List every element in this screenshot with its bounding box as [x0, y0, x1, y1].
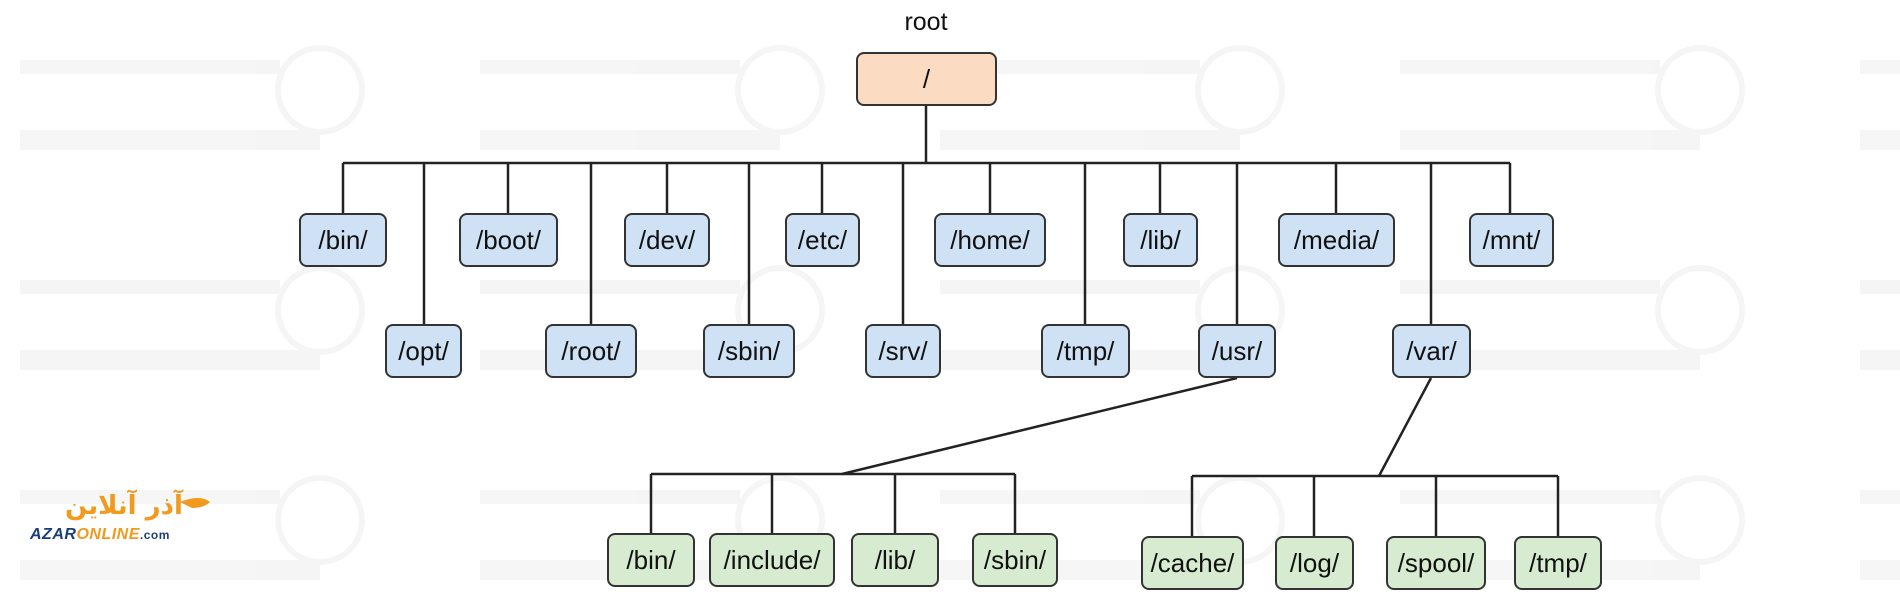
logo-latin-part2: ONLINE — [76, 526, 140, 543]
watermark-mark — [940, 45, 1285, 150]
dir-etc: /etc/ — [785, 213, 860, 267]
dir-sbin: /sbin/ — [703, 324, 795, 378]
usr-bin: /bin/ — [607, 533, 695, 587]
dir-root: /root/ — [545, 324, 637, 378]
watermark-mark — [1860, 280, 1900, 370]
logo-latin-text: AZARONLINE.com — [30, 526, 170, 544]
dir-lib: /lib/ — [1123, 213, 1198, 267]
var-log: /log/ — [1275, 536, 1354, 590]
var-tmp: /tmp/ — [1514, 536, 1602, 590]
usr-include: /include/ — [709, 533, 835, 587]
usr-sbin: /sbin/ — [972, 533, 1058, 587]
watermark-mark — [480, 45, 825, 150]
watermark-mark — [20, 45, 365, 150]
dir-tmp: /tmp/ — [1041, 324, 1130, 378]
dir-srv: /srv/ — [865, 324, 941, 378]
connector-line — [841, 376, 1238, 476]
dir-mnt: /mnt/ — [1469, 213, 1554, 267]
dir-bin: /bin/ — [299, 213, 387, 267]
root-caption: root — [904, 8, 948, 36]
connector-line — [1377, 377, 1433, 477]
watermark-mark — [20, 475, 365, 580]
var-cache: /cache/ — [1141, 536, 1244, 590]
dir-var: /var/ — [1392, 324, 1471, 378]
logo-domain: .com — [139, 528, 170, 542]
root-node: / — [856, 52, 997, 106]
azaronline-logo: آذر آنلاین — [65, 489, 210, 521]
dir-opt: /opt/ — [385, 324, 462, 378]
watermark-mark — [1860, 490, 1900, 580]
logo-latin-part1: AZAR — [30, 526, 77, 543]
dir-dev: /dev/ — [624, 213, 710, 267]
dir-media: /media/ — [1278, 213, 1395, 267]
watermark-mark — [1860, 60, 1900, 150]
watermark-mark — [20, 265, 365, 370]
watermark-mark — [1400, 265, 1745, 370]
dir-usr: /usr/ — [1198, 324, 1276, 378]
watermark-mark — [1400, 45, 1745, 150]
var-spool: /spool/ — [1386, 536, 1486, 590]
logo-swoosh-icon — [180, 498, 210, 508]
dir-boot: /boot/ — [459, 213, 558, 267]
dir-home: /home/ — [934, 213, 1046, 267]
logo-persian-text: آذر آنلاین — [65, 489, 184, 521]
usr-lib: /lib/ — [851, 533, 939, 587]
